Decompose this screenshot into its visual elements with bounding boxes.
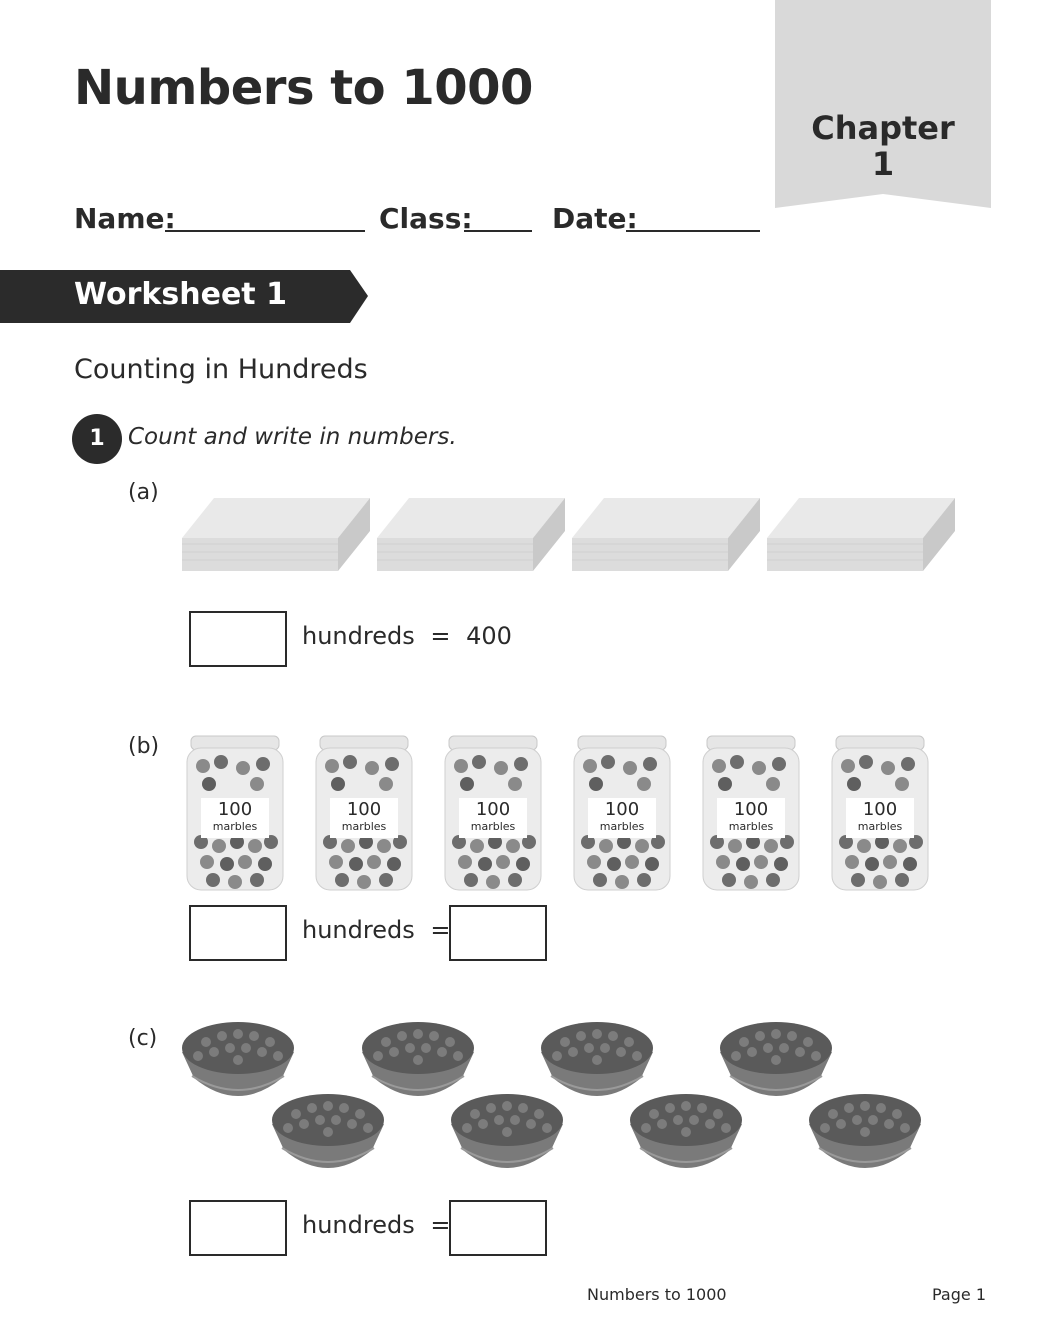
equals-sign: = (430, 916, 451, 944)
bead-bowl (540, 1021, 654, 1097)
bead-bowl (361, 1021, 475, 1097)
jar-word: marbles (728, 820, 774, 833)
jar-word: marbles (857, 820, 903, 833)
jar-number: 100 (733, 799, 769, 820)
bead-bowl (719, 1021, 833, 1097)
hundreds-word: hundreds (302, 916, 415, 944)
chapter-label: Chapter 1 (775, 110, 991, 182)
equation-b: hundreds = (302, 916, 450, 944)
answer-box-a[interactable] (189, 611, 287, 667)
paper-stack (571, 497, 761, 572)
footer-title: Numbers to 1000 (587, 1285, 727, 1304)
answer-box-b-hundreds[interactable] (189, 905, 287, 961)
jar-word: marbles (212, 820, 258, 833)
paper-stack (766, 497, 956, 572)
equation-c: hundreds = (302, 1211, 450, 1239)
hundreds-word: hundreds (302, 622, 415, 650)
jar-number: 100 (862, 799, 898, 820)
date-field[interactable] (626, 230, 760, 232)
jar-number: 100 (604, 799, 640, 820)
page-title: Numbers to 1000 (74, 60, 533, 116)
worksheet-banner (0, 270, 368, 323)
class-field[interactable] (464, 230, 532, 232)
jar-number: 100 (217, 799, 253, 820)
jar-word: marbles (599, 820, 645, 833)
question-number-badge: 1 (72, 414, 122, 464)
chapter-number: 1 (871, 145, 895, 183)
part-c-label: (c) (128, 1026, 158, 1051)
jar-word: marbles (470, 820, 516, 833)
page-number: Page 1 (932, 1285, 986, 1304)
equals-sign: = (430, 1211, 451, 1239)
jar-number: 100 (346, 799, 382, 820)
bead-bowl (808, 1093, 922, 1169)
name-field[interactable] (165, 230, 365, 232)
hundreds-word: hundreds (302, 1211, 415, 1239)
part-b-label: (b) (128, 734, 160, 759)
worksheet-title: Worksheet 1 (74, 277, 287, 312)
bead-bowl (181, 1021, 295, 1097)
date-label: Date: (552, 202, 638, 235)
paper-stack (181, 497, 371, 572)
name-label: Name: (74, 202, 176, 235)
chapter-word: Chapter (811, 109, 955, 147)
bead-bowl (450, 1093, 564, 1169)
jar-number: 100 (475, 799, 511, 820)
equation-a: hundreds = 400 (302, 622, 512, 650)
paper-stack (376, 497, 566, 572)
part-a-label: (a) (128, 480, 159, 505)
answer-box-c-hundreds[interactable] (189, 1200, 287, 1256)
answer-box-c-number[interactable] (449, 1200, 547, 1256)
section-heading: Counting in Hundreds (74, 354, 368, 385)
equals-sign: = (430, 622, 451, 650)
class-label: Class: (379, 202, 473, 235)
bead-bowl (629, 1093, 743, 1169)
chapter-tab (775, 0, 991, 208)
bead-bowls (178, 1018, 928, 1183)
jar-word: marbles (341, 820, 387, 833)
answer-value: 400 (466, 622, 512, 650)
paper-stacks (180, 494, 960, 576)
bead-bowl (271, 1093, 385, 1169)
answer-box-b-number[interactable] (449, 905, 547, 961)
question-instruction: Count and write in numbers. (128, 424, 457, 450)
